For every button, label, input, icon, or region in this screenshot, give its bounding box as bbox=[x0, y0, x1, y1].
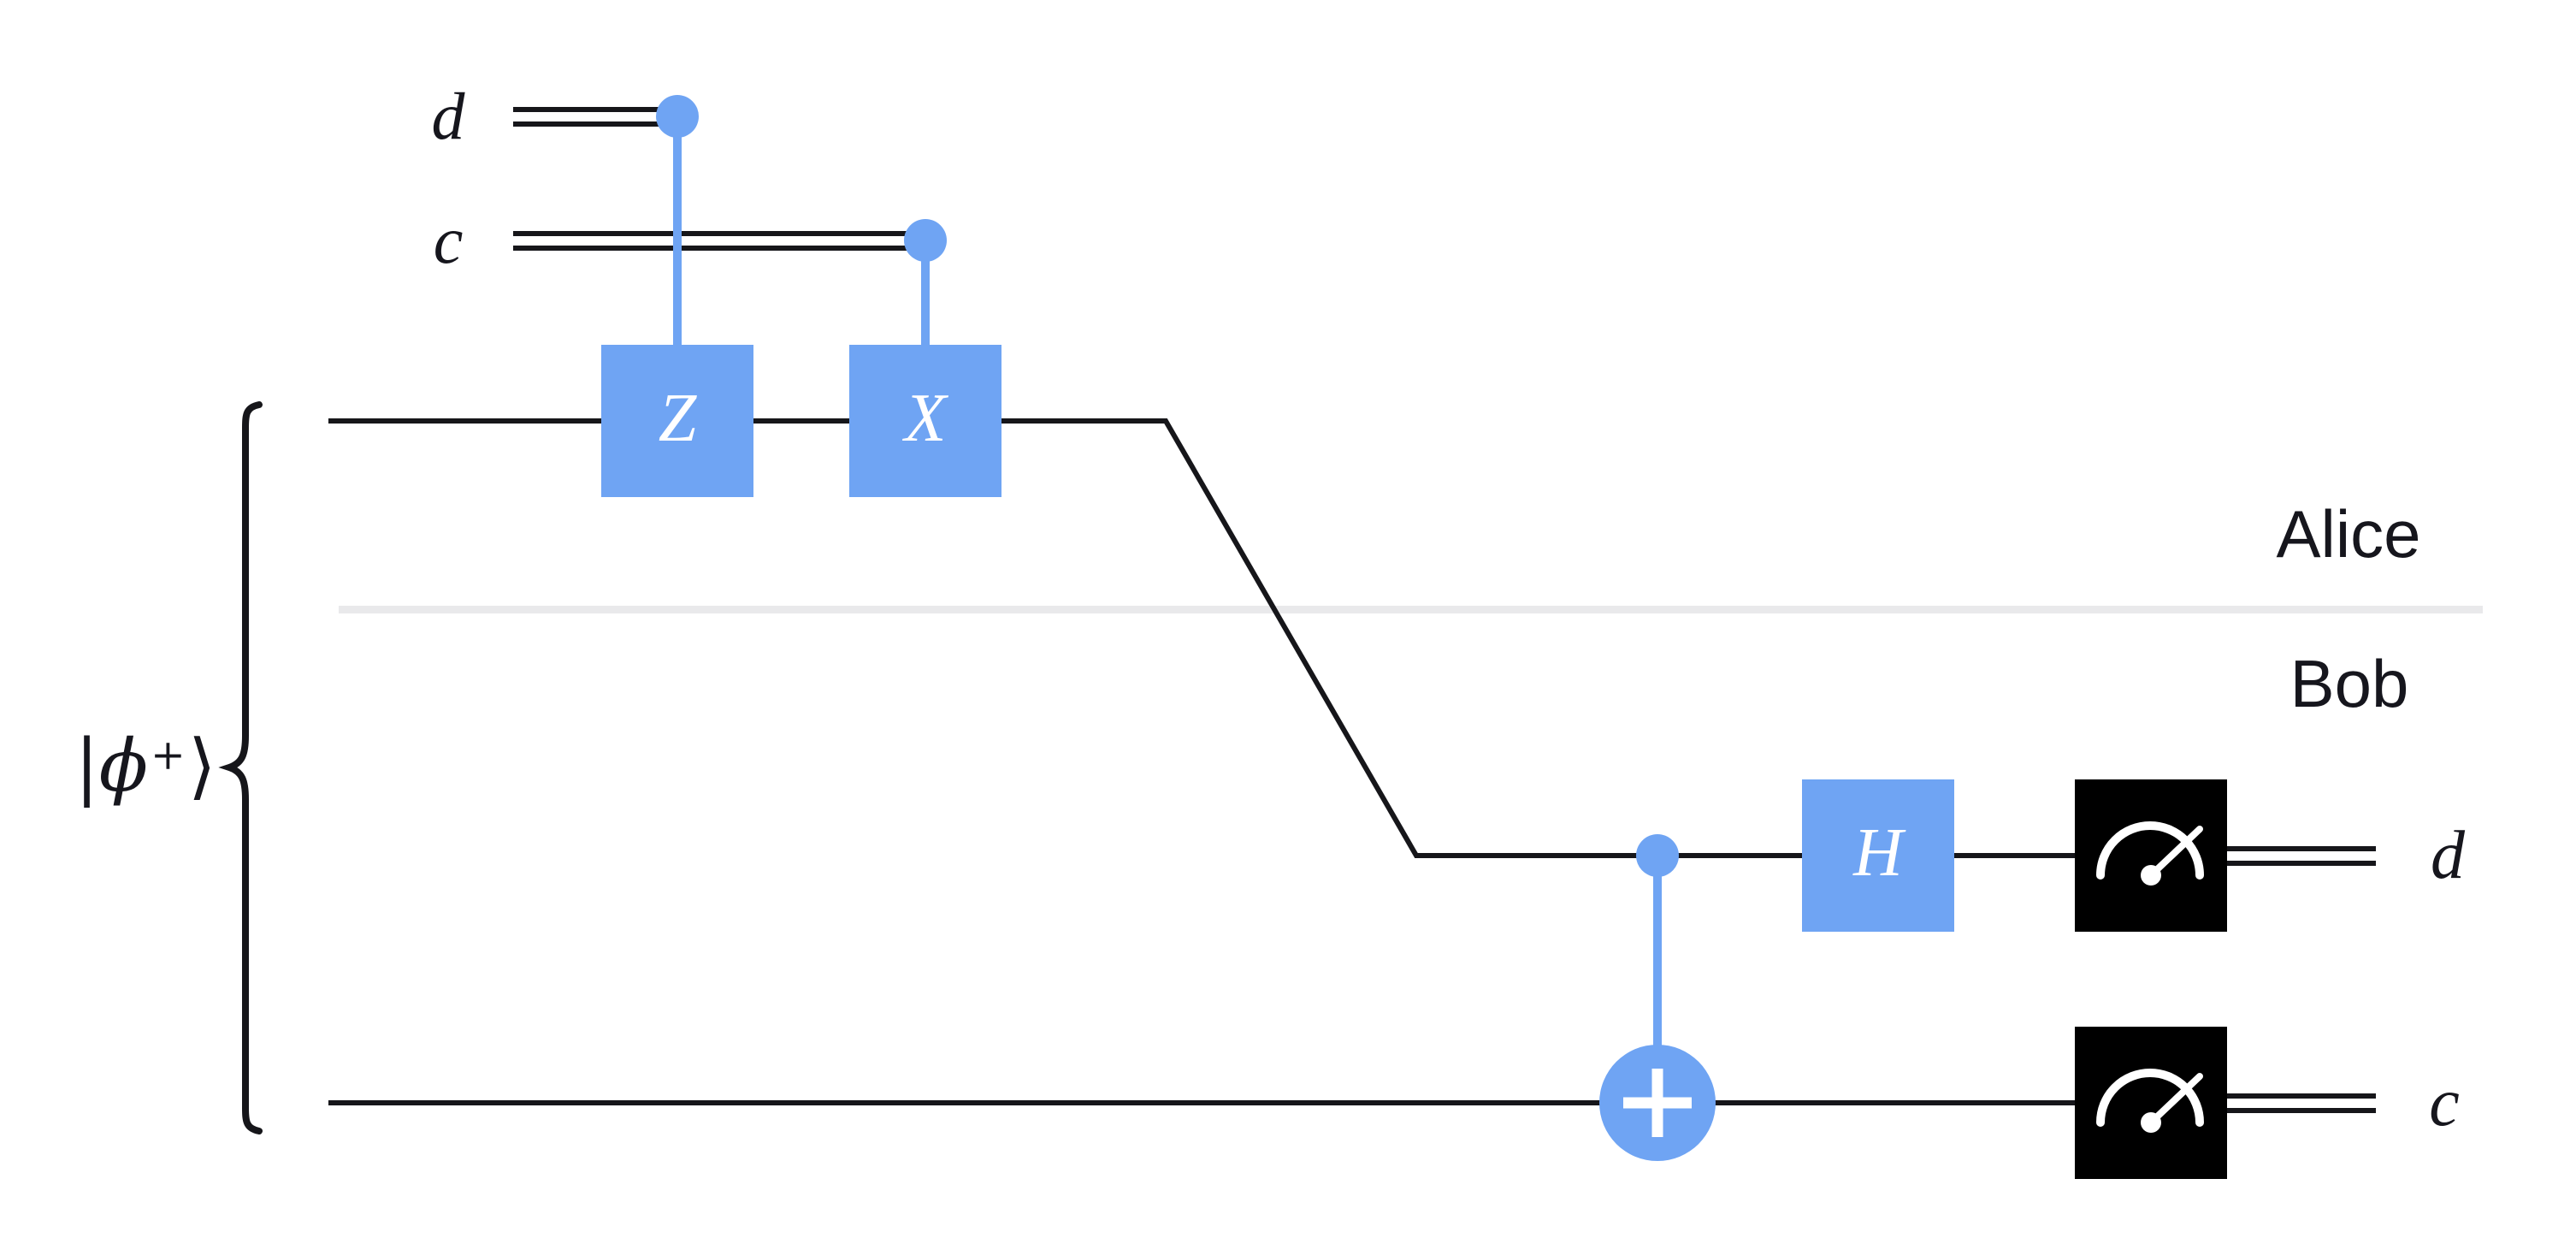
alice-bob-divider bbox=[339, 606, 2483, 613]
region-label-alice: Alice bbox=[2276, 496, 2421, 572]
control-dot-icon bbox=[656, 95, 699, 138]
x-gate-label: X bbox=[904, 381, 947, 456]
gauge-meter-icon bbox=[2096, 821, 2204, 886]
ket-angle: ⟩ bbox=[187, 724, 216, 808]
gauge-meter-icon bbox=[2096, 1069, 2204, 1133]
classical-wire-d-out bbox=[2224, 846, 2376, 866]
phi-plus-state-label: |ϕ+⟩ bbox=[74, 730, 216, 802]
classical-wire-c-in bbox=[513, 231, 932, 251]
phi-state-brace bbox=[218, 401, 263, 1134]
z-gate: Z bbox=[601, 345, 753, 497]
measured-output-label-d: d bbox=[2431, 818, 2465, 893]
h-gate: H bbox=[1802, 779, 1954, 932]
measurement-box-c bbox=[2075, 1027, 2227, 1179]
h-gate-label: H bbox=[1853, 815, 1903, 891]
control-dot-icon bbox=[904, 219, 947, 262]
classical-wire-d-in bbox=[513, 107, 684, 127]
region-label-bob: Bob bbox=[2289, 646, 2409, 721]
phi-symbol: ϕ bbox=[98, 724, 148, 808]
ket-bar: | bbox=[74, 724, 99, 808]
measured-output-label-c: c bbox=[2429, 1065, 2460, 1140]
measurement-box-d bbox=[2075, 779, 2227, 932]
classical-input-label-d: d bbox=[431, 79, 465, 153]
phi-superscript: + bbox=[150, 731, 186, 779]
classical-wire-c-out bbox=[2224, 1093, 2376, 1113]
z-gate-label: Z bbox=[658, 381, 697, 456]
control-dot-icon bbox=[1636, 834, 1679, 877]
cnot-target-circled-plus-icon bbox=[1599, 1045, 1716, 1161]
x-gate: X bbox=[849, 345, 1001, 497]
classical-input-label-c: c bbox=[433, 203, 464, 277]
